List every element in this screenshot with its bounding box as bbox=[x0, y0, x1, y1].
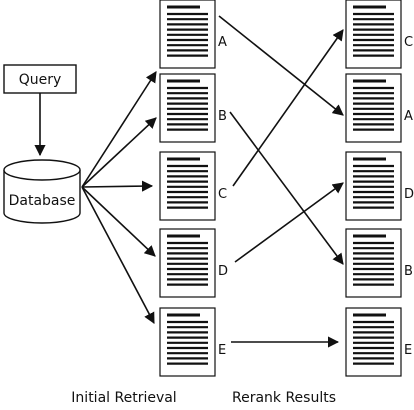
query-node: Query bbox=[3, 64, 77, 94]
document-label: E bbox=[404, 343, 412, 358]
rerank-doc-1: C bbox=[345, 0, 413, 69]
initial-doc-e: E bbox=[159, 307, 226, 377]
retrieval-arrows bbox=[81, 71, 157, 324]
document-label: A bbox=[404, 109, 413, 124]
rerank-arrows bbox=[218, 15, 344, 348]
query-label: Query bbox=[19, 72, 62, 88]
database-node: Database bbox=[3, 159, 81, 224]
doc-b-to-rank-4-arrow bbox=[229, 111, 344, 265]
doc-a-to-rank-2-arrow bbox=[218, 15, 344, 116]
doc-c-to-rank-1-arrow bbox=[232, 29, 344, 187]
rerank-doc-5: E bbox=[345, 307, 412, 377]
initial-doc-a: A bbox=[159, 0, 227, 69]
initial-retrieval-column: A B C D E bbox=[159, 0, 228, 377]
document-label: B bbox=[218, 109, 227, 124]
document-label: D bbox=[218, 264, 228, 279]
database-to-doc-c-arrow bbox=[81, 180, 154, 192]
database-to-doc-e-arrow bbox=[81, 186, 155, 324]
document-label: E bbox=[218, 343, 226, 358]
initial-doc-d: D bbox=[159, 228, 228, 298]
initial-retrieval-caption: Initial Retrieval bbox=[71, 390, 176, 406]
document-label: D bbox=[404, 187, 414, 202]
rerank-results-column: C A D B E bbox=[345, 0, 414, 377]
rerank-doc-3: D bbox=[345, 151, 414, 221]
database-to-doc-b-arrow bbox=[81, 117, 157, 188]
document-label: C bbox=[404, 35, 413, 50]
rerank-results-caption: Rerank Results bbox=[232, 390, 336, 406]
initial-doc-c: C bbox=[159, 151, 227, 221]
doc-d-to-rank-3-arrow bbox=[234, 182, 344, 263]
database-to-doc-d-arrow bbox=[81, 186, 156, 257]
document-label: C bbox=[218, 187, 227, 202]
document-label: B bbox=[404, 264, 413, 279]
database-label: Database bbox=[9, 193, 76, 209]
rerank-doc-4: B bbox=[345, 228, 413, 298]
initial-doc-b: B bbox=[159, 73, 227, 143]
document-label: A bbox=[218, 35, 227, 50]
rerank-doc-2: A bbox=[345, 73, 413, 143]
database-to-doc-a-arrow bbox=[81, 71, 157, 188]
